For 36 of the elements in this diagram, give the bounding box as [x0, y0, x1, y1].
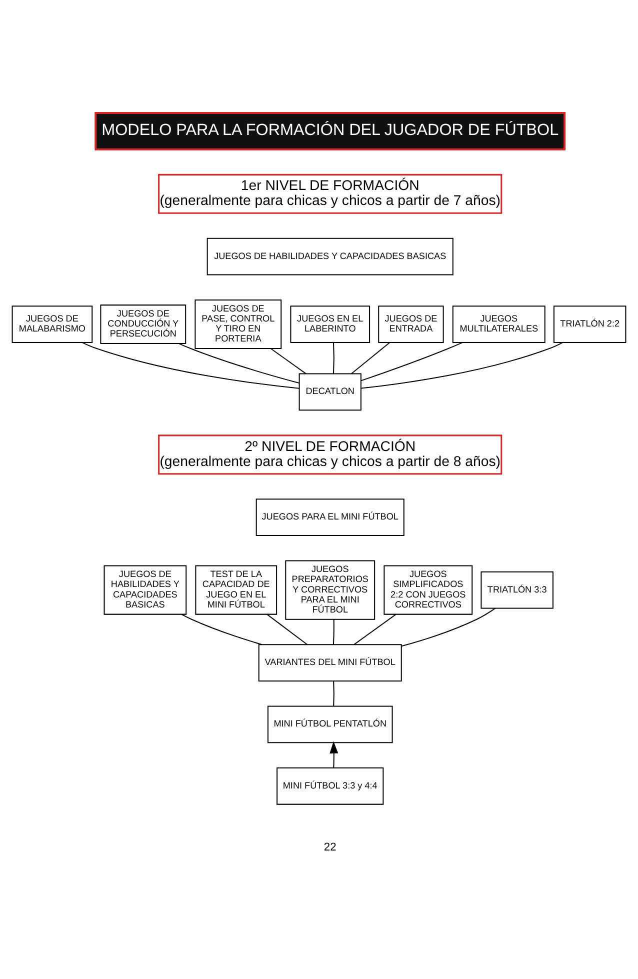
connector: [361, 342, 563, 389]
connector: [270, 348, 306, 374]
connector: [351, 342, 390, 374]
connector: [401, 608, 496, 647]
node-box: TRIATLÓN 3:3: [480, 571, 554, 609]
label: 22: [324, 842, 336, 854]
connector: [266, 614, 308, 645]
node-box: 1er NIVEL DE FORMACIÓN (generalmente para chicas y chicos a partir de 7 años): [158, 174, 502, 214]
connector: [181, 614, 262, 646]
connector: [333, 681, 334, 706]
connector: [82, 342, 300, 389]
node-box: MODELO PARA LA FORMACIÓN DEL JUGADOR DE FÚTBOL: [94, 112, 566, 150]
node-box: JUEGOS DE HABILIDADES Y CAPACIDADES BASICAS: [206, 238, 454, 276]
node-box: DECATLON: [298, 373, 362, 411]
node-box: JUEGOS DE ENTRADA: [378, 306, 444, 343]
node-box: MINI FÚTBOL PENTATLÓN: [267, 706, 393, 744]
node-box: JUEGOS DE CONDUCCIÓN Y PERSECUCIÓN: [100, 304, 186, 344]
node-box: JUEGOS DE HABILIDADES Y CAPACIDADES BASICAS: [104, 565, 187, 615]
connector: [333, 342, 334, 374]
node-box: VARIANTES DEL MINI FÚTBOL: [258, 644, 402, 682]
node-box: MINI FÚTBOL 3:3 y 4:4: [276, 767, 384, 805]
node-box: 2º NIVEL DE FORMACIÓN (generalmente para chicas y chicos a partir de 8 años): [158, 434, 502, 475]
node-box: JUEGOS EN EL LABERINTO: [290, 306, 370, 343]
connector: [332, 619, 334, 644]
connector: [178, 343, 300, 384]
node-box: JUEGOS SIMPLIFICADOS 2:2 CON JUEGOS CORRECTIVOS: [384, 565, 473, 615]
node-box: TRIATLÓN 2:2: [553, 306, 626, 343]
node-box: JUEGOS PREPARATORIOS Y CORRECTIVOS PARA EL MINI FÚTBOL: [285, 560, 376, 620]
node-box: TEST DE LA CAPACIDAD DE JUEGO EN EL MINI FÚTBOL: [195, 565, 278, 615]
connector: [354, 614, 396, 645]
node-box: JUEGOS DE PASE, CONTROL Y TIRO EN PORTERIA: [194, 300, 282, 350]
node-box: JUEGOS PARA EL MINI FÚTBOL: [256, 498, 404, 536]
connector: [360, 342, 463, 382]
arrow: [330, 741, 338, 768]
node-box: JUEGOS DE MALABARISMO: [12, 306, 93, 343]
node-box: JUEGOS MULTILATERALES: [452, 306, 546, 343]
